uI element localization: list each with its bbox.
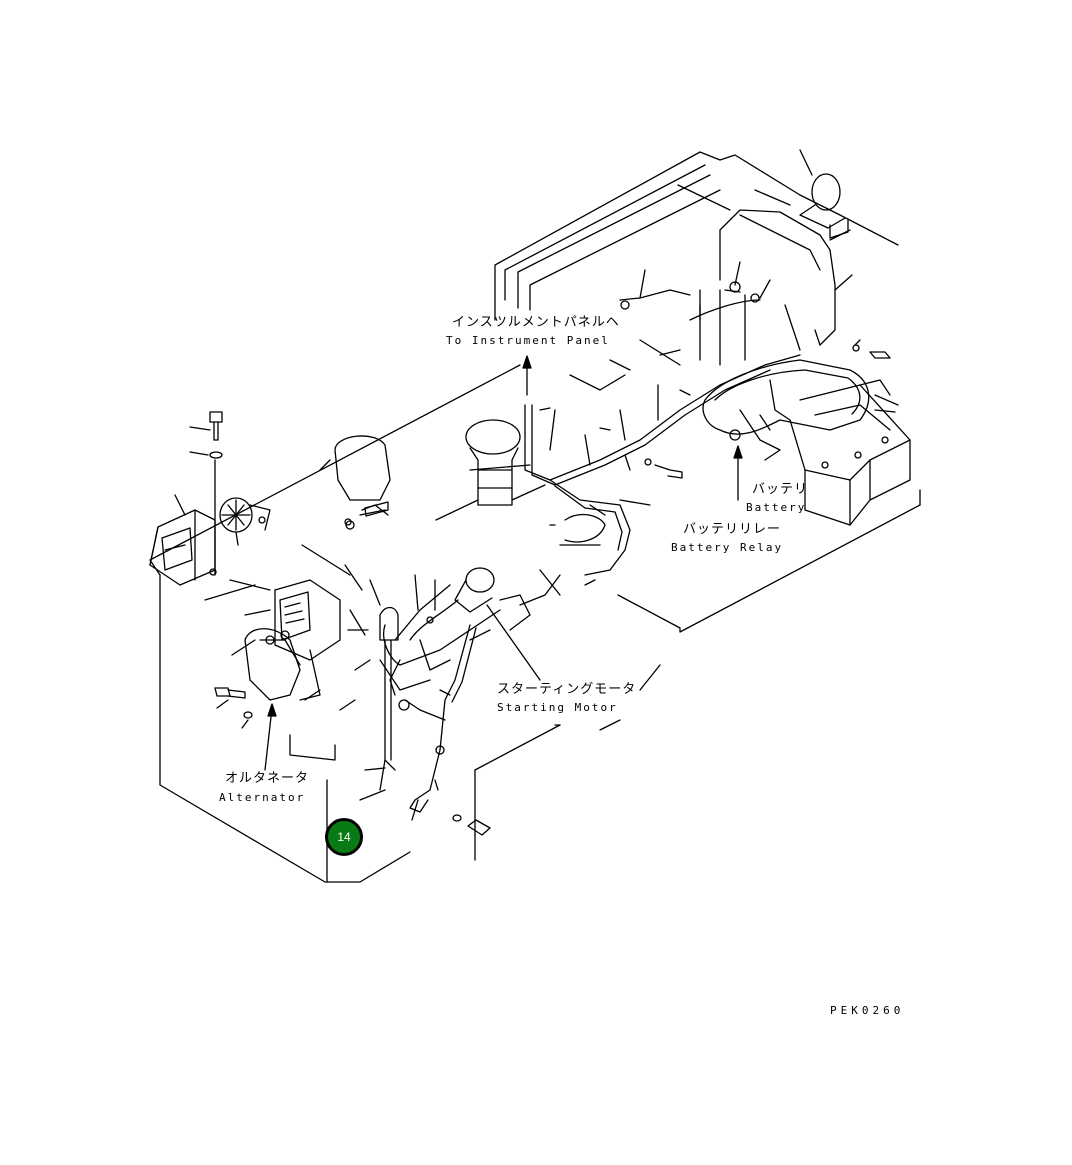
- lower-harness: [359, 624, 477, 813]
- alternator-assembly: [204, 579, 341, 761]
- alternator-label-en: Alternator: [219, 791, 306, 804]
- battery-label-en: Battery: [746, 501, 807, 514]
- leader-lines: [304, 274, 853, 711]
- callout-number-badge[interactable]: 14: [325, 818, 363, 856]
- air-cleaner: [435, 419, 546, 521]
- battery-relay-label-en: Battery Relay: [671, 541, 784, 554]
- instrument-arrow: [522, 355, 532, 396]
- instrument-connector: [619, 261, 771, 310]
- left-lamp-housing: [149, 494, 217, 586]
- battery-box: [789, 384, 911, 526]
- battery-label-jp: バッテリ: [752, 482, 809, 497]
- main-harness: [519, 289, 801, 606]
- upper-cab-outline: [494, 151, 899, 391]
- instrument-panel-label-en: To Instrument Panel: [446, 334, 610, 347]
- battery-harness: [702, 359, 899, 461]
- battery-relay-label-jp: バッテリリレー: [683, 522, 782, 537]
- starting-motor: [347, 567, 531, 696]
- drawing-code: PEK0260: [830, 1004, 905, 1017]
- alternator-label-jp: オルタネータ: [225, 771, 310, 786]
- label-pointers: [264, 445, 743, 771]
- starting-motor-label-jp: スターティングモータ: [497, 682, 637, 697]
- head-light: [799, 149, 849, 239]
- horn: [219, 497, 271, 546]
- hardware-bolts: [214, 339, 891, 861]
- machine-frame-outline: [149, 364, 921, 883]
- instrument-panel-label-jp: インスツルメントパネルヘ: [452, 315, 620, 330]
- starting-motor-label-en: Starting Motor: [497, 701, 618, 714]
